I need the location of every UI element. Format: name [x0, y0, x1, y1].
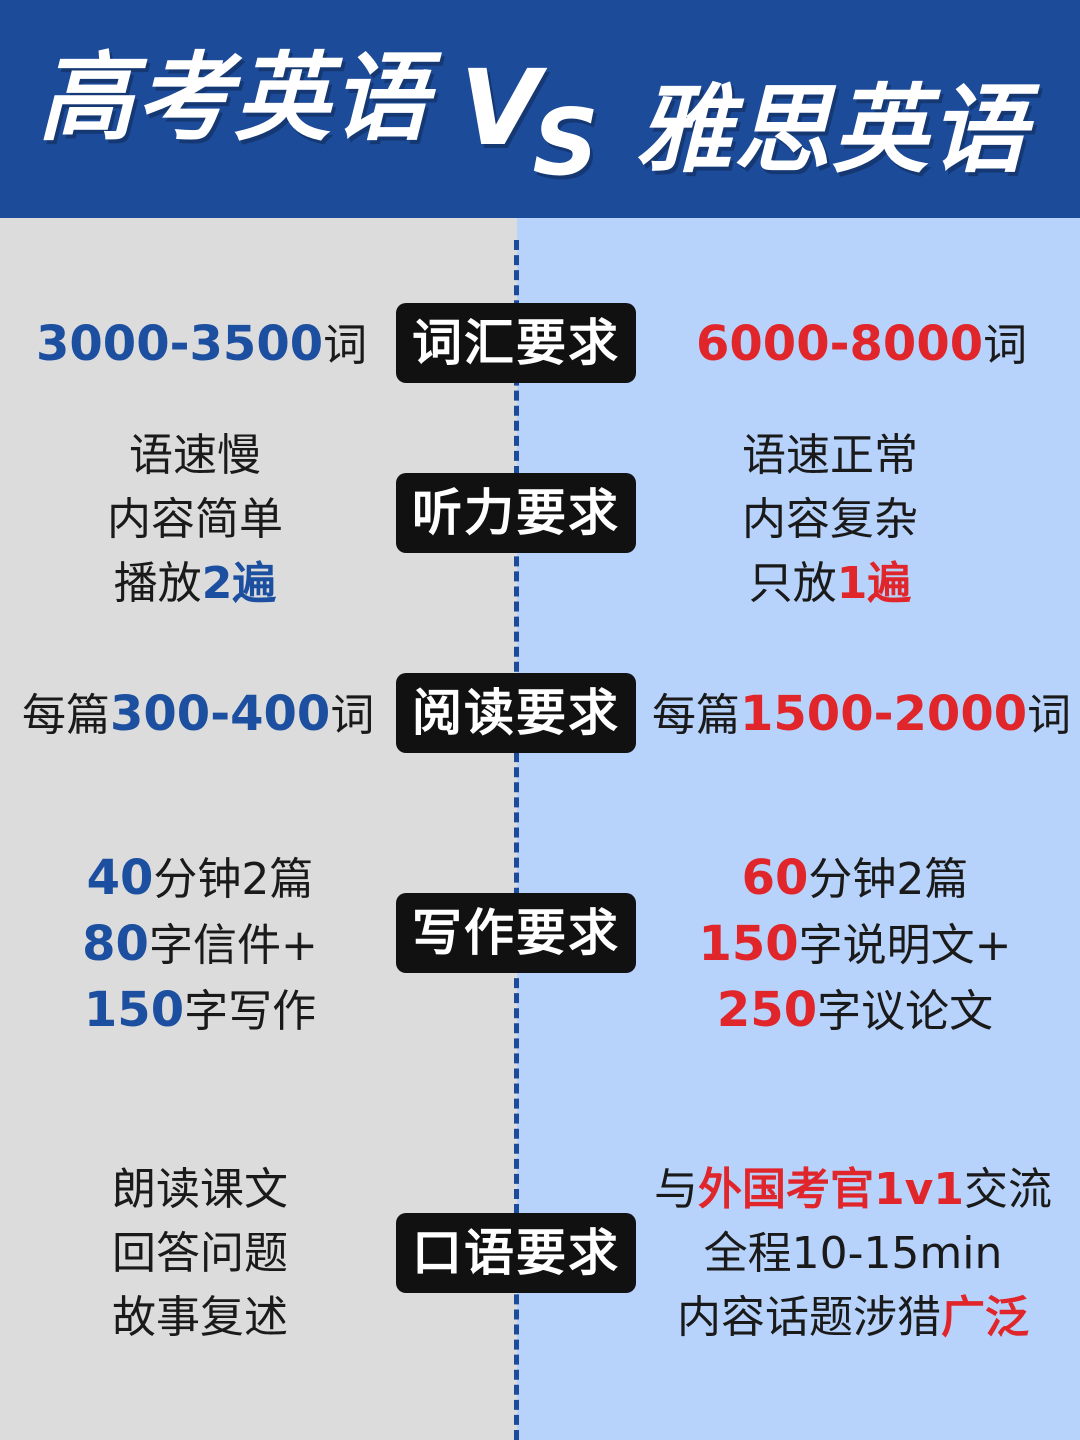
writing-right-line3-rest: 字议论文 [817, 986, 994, 1037]
reading-left-suffix: 词 [330, 690, 375, 741]
reading-right-num: 1500-2000 [740, 686, 1028, 742]
vocab-right: 6000-8000词 [696, 312, 1027, 378]
label-vocab: 词汇要求 [396, 303, 636, 383]
writing-left-line2: 80字信件+ [40, 912, 360, 978]
label-reading: 阅读要求 [396, 673, 636, 753]
reading-right-pre: 每篇 [652, 690, 740, 741]
writing-left: 40分钟2篇 80字信件+ 150字写作 [40, 846, 360, 1044]
reading-right-suffix: 词 [1027, 690, 1072, 741]
writing-left-line2-hl: 80 [82, 916, 149, 972]
writing-right: 60分钟2篇 150字说明文+ 250字议论文 [690, 846, 1020, 1044]
speaking-right-line3: 内容话题涉猎广泛 [648, 1286, 1058, 1350]
gaokao-title: 高考英语 [38, 41, 430, 154]
writing-right-line1-rest: 分钟2篇 [808, 854, 969, 905]
speaking-left: 朗读课文 回答问题 故事复述 [60, 1158, 340, 1350]
vocab-left-num: 3000-3500 [36, 316, 324, 372]
vs-v: V [460, 47, 541, 169]
vocab-right-num: 6000-8000 [696, 316, 984, 372]
speaking-right-line3-pre: 内容话题涉猎 [677, 1292, 941, 1343]
writing-left-line3-rest: 字写作 [184, 986, 317, 1037]
writing-left-line3-hl: 150 [83, 982, 185, 1038]
center-dashed-divider [514, 240, 519, 1440]
ielts-title: 雅思英语 [636, 73, 1028, 186]
vs-s: S [532, 89, 599, 196]
label-speaking: 口语要求 [396, 1213, 636, 1293]
listening-left-line1: 语速慢 [129, 430, 261, 481]
writing-right-line1-hl: 60 [741, 850, 809, 906]
reading-right: 每篇1500-2000词 [652, 682, 1071, 748]
listening-left: 语速慢 内容简单 播放2遍 [40, 424, 350, 616]
listening-right-line3: 只放1遍 [680, 552, 980, 616]
speaking-left-line1: 朗读课文 [112, 1164, 288, 1215]
speaking-right-line1-hl: 外国考官1v1 [698, 1164, 964, 1215]
vocab-left: 3000-3500词 [36, 312, 367, 378]
writing-right-line2-hl: 150 [698, 916, 799, 972]
listening-right-line1: 语速正常 [742, 430, 918, 481]
speaking-left-line3: 故事复述 [112, 1292, 288, 1343]
writing-right-line2: 150字说明文+ [690, 912, 1020, 978]
speaking-right-line1: 与外国考官1v1交流 [648, 1158, 1058, 1222]
listening-right-line3-hl: 1遍 [836, 558, 912, 609]
writing-left-line2-rest: 字信件+ [148, 920, 318, 971]
listening-left-line3-hl: 2遍 [201, 558, 277, 609]
listening-left-line3-pre: 播放 [113, 558, 202, 609]
speaking-right-line3-hl: 广泛 [941, 1292, 1029, 1343]
vocab-right-suffix: 词 [983, 320, 1028, 371]
listening-left-line3: 播放2遍 [40, 552, 350, 616]
label-listening: 听力要求 [396, 473, 636, 553]
writing-right-line1: 60分钟2篇 [690, 846, 1020, 912]
listening-left-line2: 内容简单 [107, 494, 283, 545]
reading-left-num: 300-400 [110, 686, 331, 742]
speaking-right-line1-pre: 与 [654, 1164, 699, 1215]
speaking-right-line1-post: 交流 [963, 1164, 1052, 1215]
listening-right-line2: 内容复杂 [742, 494, 918, 545]
writing-left-line1: 40分钟2篇 [40, 846, 360, 912]
writing-left-line3: 150字写作 [40, 978, 360, 1044]
vs-mark: VS [460, 56, 607, 189]
vocab-left-suffix: 词 [323, 320, 368, 371]
speaking-right-line2: 全程10-15min [703, 1228, 1003, 1279]
listening-right: 语速正常 内容复杂 只放1遍 [680, 424, 980, 616]
reading-left: 每篇300-400词 [22, 682, 374, 748]
reading-left-pre: 每篇 [22, 690, 110, 741]
writing-right-line2-rest: 字说明文+ [798, 920, 1012, 971]
writing-right-line3: 250字议论文 [690, 978, 1020, 1044]
speaking-left-line2: 回答问题 [112, 1228, 288, 1279]
header-banner [0, 0, 1080, 218]
speaking-right: 与外国考官1v1交流 全程10-15min 内容话题涉猎广泛 [648, 1158, 1058, 1350]
writing-left-line1-rest: 分钟2篇 [153, 854, 314, 905]
listening-right-line3-pre: 只放 [748, 558, 837, 609]
label-writing: 写作要求 [396, 893, 636, 973]
writing-left-line1-hl: 40 [86, 850, 154, 906]
writing-right-line3-hl: 250 [716, 982, 818, 1038]
